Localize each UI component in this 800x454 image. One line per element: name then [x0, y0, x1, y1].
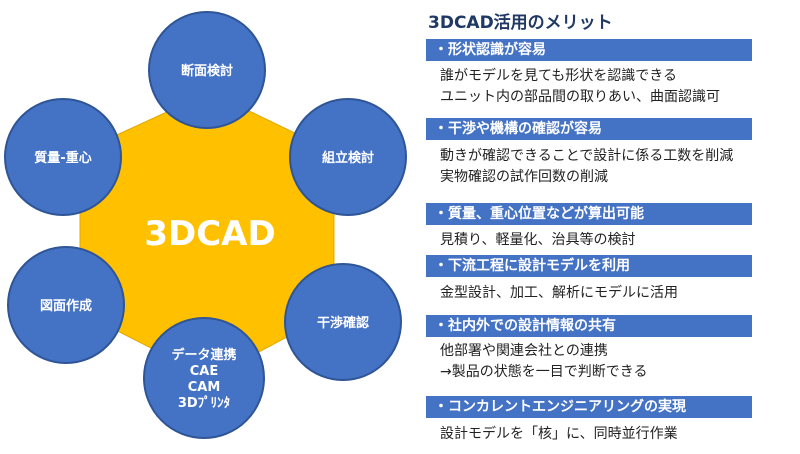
node-circle	[4, 98, 122, 216]
merit-header: ・コンカレントエンジニアリングの実現	[426, 396, 752, 418]
merit-description-line: →製品の状態を一目で判断できる	[440, 364, 648, 380]
merit-header: ・社内外での設計情報の共有	[426, 315, 752, 337]
merit-header: ・形状認識が容易	[426, 39, 752, 61]
merit-description: 誰がモデルを見ても形状を認識できるユニット内の部品間の取りあい、曲面認識可	[440, 66, 720, 108]
outer-node: 組立検討	[289, 98, 407, 216]
center-label: 3DCAD	[144, 214, 275, 254]
merit-header: ・干渉や機構の確認が容易	[426, 118, 752, 140]
merit-description: 設計モデルを「核」に、同時並行作業	[440, 424, 678, 445]
node-circle	[7, 246, 125, 364]
merit-description-line: 動きが確認できることで設計に係る工数を削減	[440, 148, 734, 164]
node-circle	[289, 98, 407, 216]
merit-description: 金型設計、加工、解析にモデルに活用	[440, 283, 678, 304]
node-label: 断面検討	[181, 63, 233, 79]
merit-header: ・下流工程に設計モデルを利用	[426, 255, 752, 277]
merit-description: 見積り、軽量化、治具等の検討	[440, 230, 635, 251]
node-circle	[148, 11, 266, 129]
merit-description-line: 見積り、軽量化、治具等の検討	[440, 232, 636, 248]
node-label: 図面作成	[40, 298, 92, 314]
outer-node: 図面作成	[7, 246, 125, 364]
merit-description-line: 実物確認の試作回数の削減	[440, 169, 608, 185]
merit-description: 他部署や関連会社との連携 →製品の状態を一目で判断できる	[440, 341, 647, 383]
node-label: CAM	[188, 380, 221, 395]
node-label: 組立検討	[322, 150, 374, 166]
node-circle	[284, 263, 402, 381]
node-label: データ連携	[171, 347, 236, 363]
node-label: 質量-重心	[34, 150, 91, 166]
node-label: 干渉確認	[317, 315, 369, 331]
outer-node: 干渉確認	[284, 263, 402, 381]
node-circle	[143, 317, 265, 439]
node-label: 3Dﾌﾟﾘﾝﾀ	[178, 395, 230, 411]
merit-description-line: 他部署や関連会社との連携	[440, 343, 608, 359]
outer-node: 断面検討	[148, 11, 266, 129]
merit-description: 動きが確認できることで設計に係る工数を削減実物確認の試作回数の削減	[440, 146, 733, 188]
merit-description-line: 金型設計、加工、解析にモデルに活用	[440, 285, 678, 301]
panel-title: 3DCAD活用のメリット	[428, 13, 613, 33]
merit-description-line: 誰がモデルを見ても形状を認識できる	[440, 68, 678, 84]
merits-panel: 3DCAD活用のメリット ・形状認識が容易誰がモデルを見ても形状を認識できるユニ…	[426, 0, 796, 450]
node-label: CAE	[190, 364, 218, 379]
merit-description-line: ユニット内の部品間の取りあい、曲面認識可	[440, 89, 720, 105]
outer-node: 質量-重心	[4, 98, 122, 216]
merit-description-line: 設計モデルを「核」に、同時並行作業	[440, 426, 678, 442]
hub-diagram-svg: 3DCAD 断面検討組立検討干渉確認データ連携CAECAM3Dﾌﾟﾘﾝﾀ図面作成…	[4, 11, 407, 439]
merit-header: ・質量、重心位置などが算出可能	[426, 203, 752, 225]
